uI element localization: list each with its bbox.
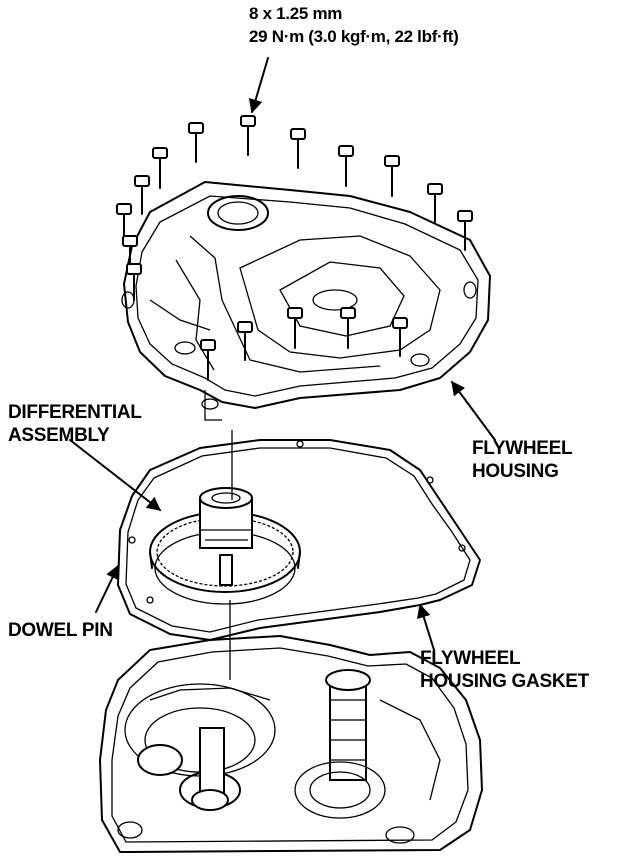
gasket-label-line2: HOUSING GASKET (420, 671, 589, 692)
flywheel-housing-gasket (117, 439, 481, 641)
bolt-size-label: 8 x 1.25 mm (249, 4, 343, 23)
differential-assembly-label-line1: DIFFERENTIAL (8, 402, 142, 423)
dowel-pin-label: DOWEL PIN (8, 620, 113, 641)
housing-bolts (116, 115, 473, 381)
leader-lines (69, 57, 496, 651)
transmission-housing (99, 635, 483, 853)
flywheel-housing-label-line1: FLYWHEEL (472, 438, 573, 459)
flywheel-housing (121, 181, 491, 421)
differential-assembly-label-line2: ASSEMBLY (8, 425, 110, 446)
torque-spec-label: 29 N·m (3.0 kgf·m, 22 lbf·ft) (249, 27, 459, 46)
flywheel-housing-label-line2: HOUSING (472, 461, 559, 482)
gasket-label-line1: FLYWHEEL (420, 648, 521, 669)
differential-assembly (149, 430, 301, 680)
